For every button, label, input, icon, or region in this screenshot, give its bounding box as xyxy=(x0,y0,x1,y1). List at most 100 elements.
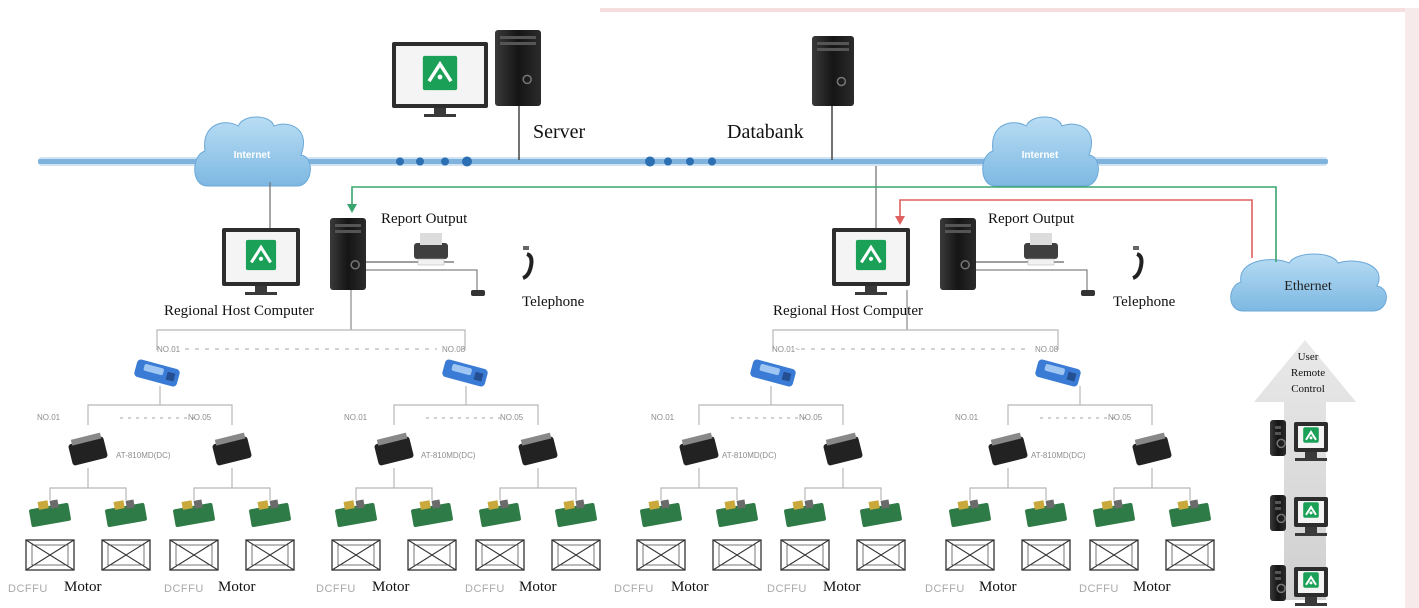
databank-label: Databank xyxy=(727,121,804,143)
motor-label-1: Motor xyxy=(64,579,102,595)
backbone-dot xyxy=(664,157,672,166)
controller-label-r1: AT-810MD(DC) xyxy=(722,451,777,460)
red-remote-link xyxy=(899,199,1253,258)
databank-tower xyxy=(812,36,854,106)
backbone-dot xyxy=(462,156,472,167)
fan-motor-box xyxy=(712,539,762,571)
top-edge-tint xyxy=(600,8,1419,12)
controller-device xyxy=(679,432,719,466)
telephone-icon-right xyxy=(1132,246,1144,280)
fan-motor-box xyxy=(856,539,906,571)
dcffu-label-2: DCFFU xyxy=(164,583,204,595)
pcb-board xyxy=(335,499,377,528)
node-range-end-l1: NO.05 xyxy=(188,413,212,422)
fan-bus xyxy=(1113,487,1191,500)
fan-bus xyxy=(804,487,882,500)
dcffu-label-5: DCFFU xyxy=(614,583,654,595)
fan-motor-box xyxy=(1165,539,1215,571)
phone-link-left xyxy=(366,269,478,292)
regional-host-label-right: Regional Host Computer xyxy=(773,303,923,319)
pcb-board xyxy=(640,499,682,528)
fan-bus xyxy=(660,487,738,500)
user-remote-control-line-3: Control xyxy=(1291,383,1325,395)
gateway-range-start-left: NO.01 xyxy=(157,345,181,354)
gateway-device-left-2 xyxy=(442,359,488,387)
backbone-dot xyxy=(396,157,404,166)
controller-device xyxy=(212,432,252,466)
telephone-icon-left xyxy=(522,246,534,280)
pcb-board xyxy=(1169,499,1211,528)
green-remote-link xyxy=(351,186,1277,262)
pcb-board xyxy=(949,499,991,528)
phone-link-right xyxy=(976,269,1088,292)
node-range-start-r2: NO.01 xyxy=(955,413,979,422)
server-label: Server xyxy=(533,121,586,143)
remote-tower-2 xyxy=(1270,495,1286,531)
controller-device xyxy=(518,432,558,466)
node-range-start-l2: NO.01 xyxy=(344,413,368,422)
remote-monitor-2 xyxy=(1294,497,1328,536)
handset-left xyxy=(471,290,485,296)
node-range-end-l2: NO.05 xyxy=(500,413,524,422)
motor-label-3: Motor xyxy=(372,579,410,595)
motor-label-8: Motor xyxy=(1133,579,1171,595)
gateway-device-left-1 xyxy=(134,359,180,387)
fan-motor-box xyxy=(1089,539,1139,571)
pcb-board xyxy=(1093,499,1135,528)
node-range-start-l1: NO.01 xyxy=(37,413,61,422)
gateway-device-right-2 xyxy=(1035,359,1081,387)
internet-cloud-left xyxy=(194,116,311,187)
pcb-board xyxy=(105,499,147,528)
ethernet-cloud xyxy=(1230,253,1387,312)
fan-motor-box xyxy=(169,539,219,571)
motor-label-5: Motor xyxy=(671,579,709,595)
pcb-board xyxy=(249,499,291,528)
pcb-board xyxy=(1025,499,1067,528)
green-arrow-head xyxy=(347,204,357,213)
dcffu-label-4: DCFFU xyxy=(465,583,505,595)
controller-device xyxy=(68,432,108,466)
fan-motor-box xyxy=(945,539,995,571)
motor-label-2: Motor xyxy=(218,579,256,595)
fan-bus xyxy=(193,487,271,500)
regional-host-label-left: Regional Host Computer xyxy=(164,303,314,319)
internet-cloud-label-right: Internet xyxy=(1021,150,1059,161)
links xyxy=(49,100,1277,500)
controller-device xyxy=(1132,432,1172,466)
devices xyxy=(25,30,1356,606)
fan-motor-box xyxy=(475,539,525,571)
group-bus xyxy=(87,404,233,425)
telephone-label-left: Telephone xyxy=(522,294,585,310)
fan-motor-box xyxy=(407,539,457,571)
controller-label-r2: AT-810MD(DC) xyxy=(1031,451,1086,460)
backbone-dot xyxy=(441,157,449,166)
report-tower-left xyxy=(330,218,366,290)
controller-device xyxy=(988,432,1028,466)
controller-label-l1: AT-810MD(DC) xyxy=(116,451,171,460)
fan-motor-box xyxy=(331,539,381,571)
motor-label-7: Motor xyxy=(979,579,1017,595)
pcb-board xyxy=(784,499,826,528)
pcb-board xyxy=(555,499,597,528)
user-remote-control-line-1: User xyxy=(1297,351,1319,363)
backbone-dot xyxy=(645,156,655,167)
report-tower-right xyxy=(940,218,976,290)
user-remote-control-label: User Remote Control xyxy=(1285,349,1331,397)
printer-left xyxy=(414,233,448,266)
pcb-board xyxy=(479,499,521,528)
printer-right xyxy=(1024,233,1058,266)
gateway-range-start-right: NO.01~ xyxy=(772,345,800,354)
gateway-bus-right xyxy=(772,329,1059,350)
internet-cloud-label-left: Internet xyxy=(233,150,271,161)
fan-motor-box xyxy=(780,539,830,571)
backbone-dot xyxy=(686,157,694,166)
user-remote-control-line-2: Remote xyxy=(1290,367,1326,379)
internet-cloud-right xyxy=(982,116,1099,187)
controller-label-l2: AT-810MD(DC) xyxy=(421,451,476,460)
regional-host-monitor-left xyxy=(222,228,300,295)
server-monitor xyxy=(392,42,488,117)
node-range-end-r1: NO.05 xyxy=(799,413,823,422)
dcffu-label-8: DCFFU xyxy=(1079,583,1119,595)
